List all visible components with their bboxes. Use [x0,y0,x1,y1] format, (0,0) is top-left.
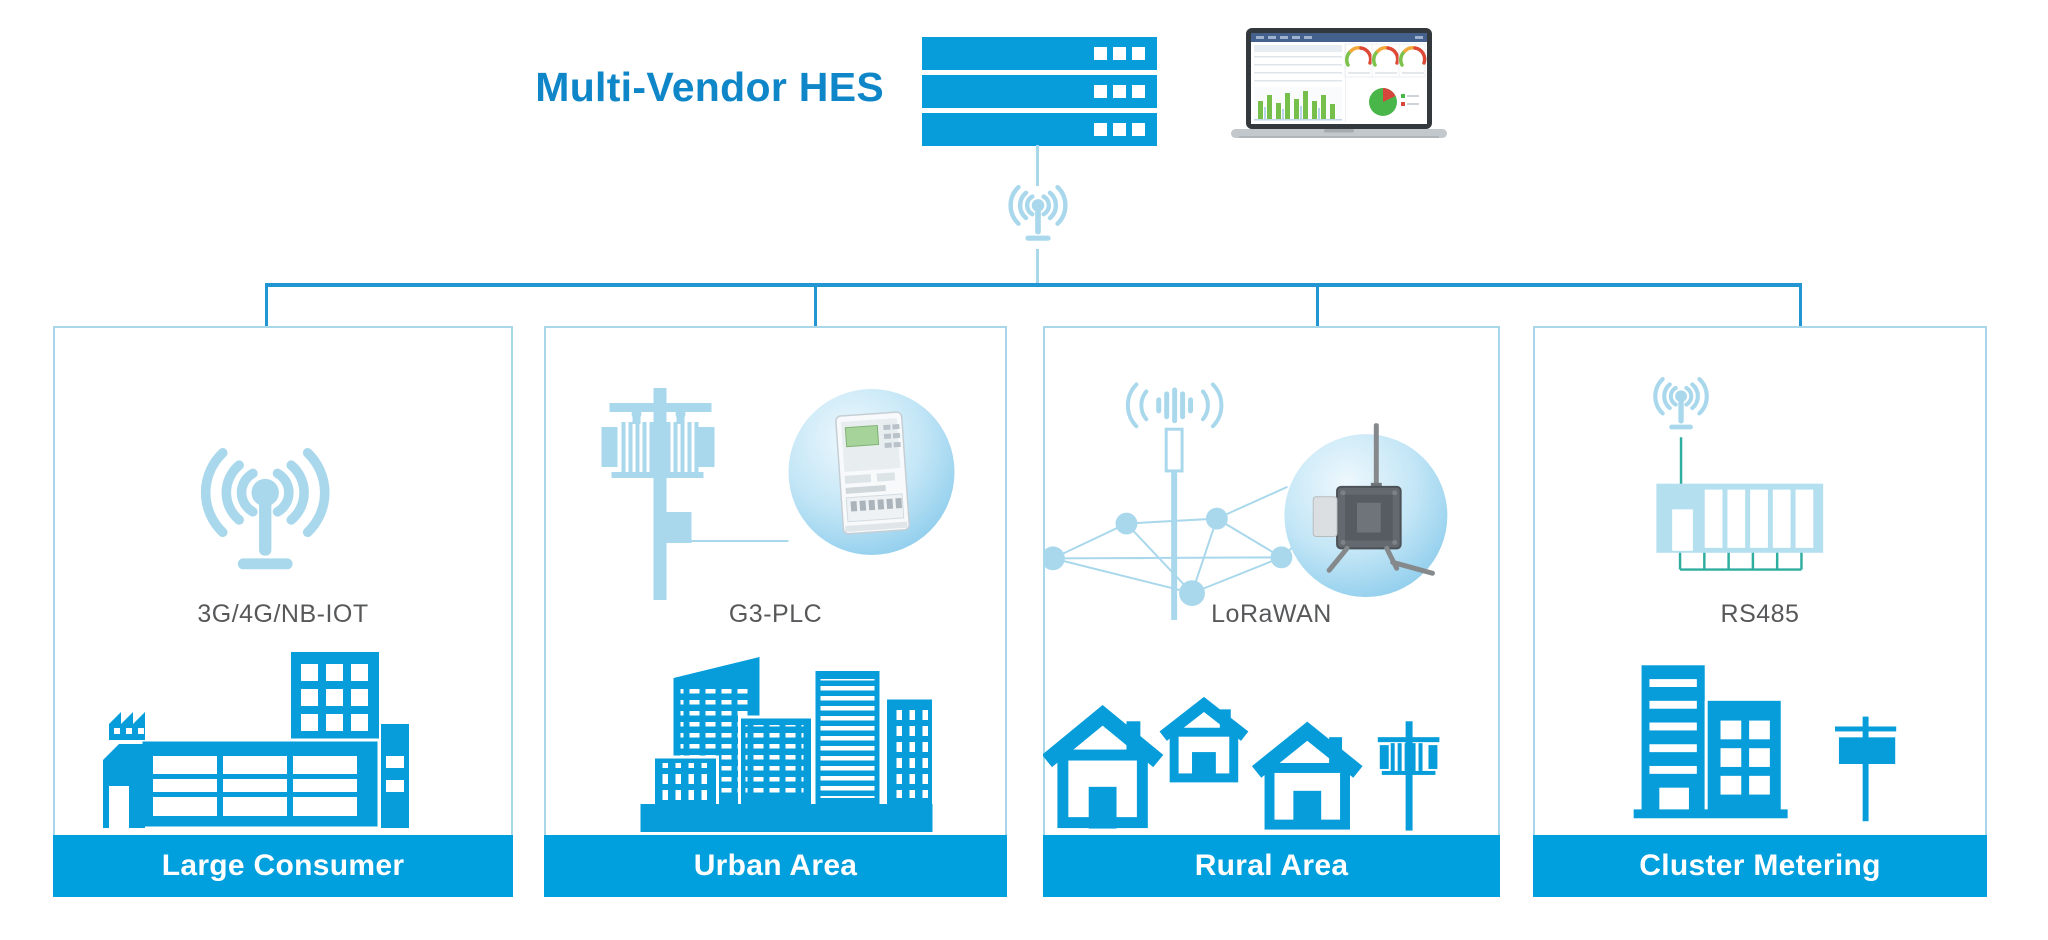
hes-radio-antenna-icon [1000,184,1076,247]
data-concentrator-photo [788,389,955,555]
bus-line [265,283,1802,287]
radio-antenna-icon [206,453,325,569]
mesh-network-icon [1043,485,1302,607]
apartment-building-icon [1633,665,1788,819]
city-skyline-icon [640,657,935,832]
house-icon [1159,696,1249,783]
connectivity-label: RS485 [1720,600,1800,628]
banner-label: Cluster Metering [1639,849,1881,882]
antenna-bus-link [1036,249,1039,285]
radio-antenna-icon [1655,379,1706,429]
page-title: Multi-Vendor HES [535,64,884,110]
factory-buildings-icon [103,652,409,830]
connectivity-label: G3-PLC [728,600,823,628]
mini-gauges [1344,43,1427,78]
server-rack-icon [922,37,1157,151]
server-unit [922,113,1157,146]
drop-line-4 [1799,285,1802,328]
server-unit [922,37,1157,70]
utility-pole-icon [1377,721,1440,831]
server-unit [922,75,1157,108]
banner-large-consumer: Large Consumer [53,835,513,897]
panel-urban-area-art [601,388,955,832]
house-icon [1251,721,1363,830]
panel-large-consumer-art [103,326,409,830]
panel-large-consumer: 3G/4G/NB-IOT Large Consumer [53,326,513,897]
drop-line-2 [814,285,817,328]
banner-label: Urban Area [693,849,858,882]
panel-rural-area: LoRaWAN Rural Area [1043,326,1500,897]
banner-label: Large Consumer [161,849,405,882]
panel-rural-area-art [1043,382,1448,831]
connectivity-label: 3G/4G/NB-IOT [197,600,369,628]
drop-line-3 [1316,285,1319,328]
drop-line-1 [265,285,268,328]
server-antenna-link [1036,145,1039,186]
mini-bar-chart [1254,87,1342,121]
banner-rural-area: Rural Area [1043,835,1500,897]
panel-cluster-metering: RS485 Cluster Metering [1533,326,1987,897]
connectivity-label: LoRaWAN [1211,600,1332,628]
village-houses-icon [1043,696,1440,831]
banner-label: Rural Area [1194,849,1349,882]
panel-urban-area: G3-PLC Urban Area [544,326,1007,897]
panel-cluster-metering-art [1633,326,1897,822]
lorawan-gateway-photo [1284,423,1448,598]
mini-table [1254,45,1342,82]
laptop-dashboard-icon [1231,28,1447,138]
meter-bank-icon [1656,483,1824,571]
signpost-icon [1835,716,1897,822]
banner-urban-area: Urban Area [544,835,1007,897]
banner-cluster-metering: Cluster Metering [1533,835,1987,897]
utility-pole-transformer-icon [601,388,789,600]
house-icon [1043,705,1164,829]
cell-mast-icon [1125,382,1224,620]
mini-pie-chart [1369,88,1419,116]
